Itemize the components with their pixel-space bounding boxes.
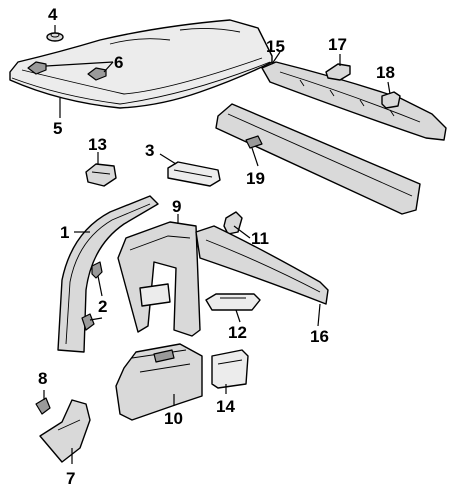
callout-5: 5 [53,119,62,138]
callout-4: 4 [48,5,58,24]
callout-3: 3 [145,141,154,160]
quarter-trim-part-16 [195,225,329,305]
callout-19: 19 [246,169,265,188]
mirror-part-3 [167,161,221,187]
clip-part-2 [81,261,103,331]
roof-rail-part-15 [261,61,447,141]
callout-18: 18 [376,63,395,82]
sill-panel-part-19 [215,103,421,215]
callout-10: 10 [164,409,183,428]
callout-16: 16 [310,327,329,346]
clip-part-6 [27,61,107,81]
callout-15: 15 [266,37,285,56]
headliner-part [9,19,273,109]
pillar-trim-part-1 [57,195,159,353]
center-trim-part-9 [117,221,201,337]
callout-17: 17 [328,35,347,54]
callout-14: 14 [216,397,235,416]
clip-part-8 [35,397,51,415]
bin-part-14 [211,349,249,389]
callout-13: 13 [88,135,107,154]
callout-1: 1 [60,223,69,242]
callout-2: 2 [98,297,107,316]
leader-lines [43,25,391,464]
callout-8: 8 [38,369,47,388]
handle-part-13 [85,163,117,187]
callout-11: 11 [251,229,269,248]
clip-part-4 [46,32,64,42]
callout-12: 12 [228,323,247,342]
callout-9: 9 [172,197,181,216]
kick-panel-part-7 [39,399,91,463]
callout-6: 6 [114,53,123,72]
trim-part-12 [205,293,261,311]
clip-part-18 [381,91,401,109]
callout-7: 7 [66,469,75,488]
clip-part-17 [325,63,351,81]
lower-panel-part-10 [115,343,203,421]
